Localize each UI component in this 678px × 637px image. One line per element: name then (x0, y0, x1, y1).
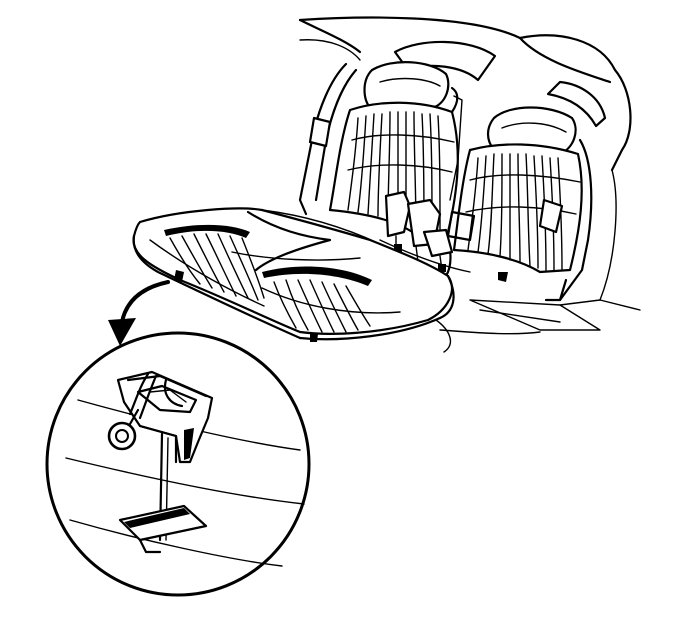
magnifier-circle (45, 331, 311, 597)
vehicle-interior-outline (298, 16, 641, 335)
right-seat-back (444, 106, 593, 302)
seat-cushion (132, 207, 455, 353)
curved-arrow-icon (108, 280, 170, 346)
seat-latch-icon (107, 370, 214, 464)
floor-slot (118, 504, 208, 554)
